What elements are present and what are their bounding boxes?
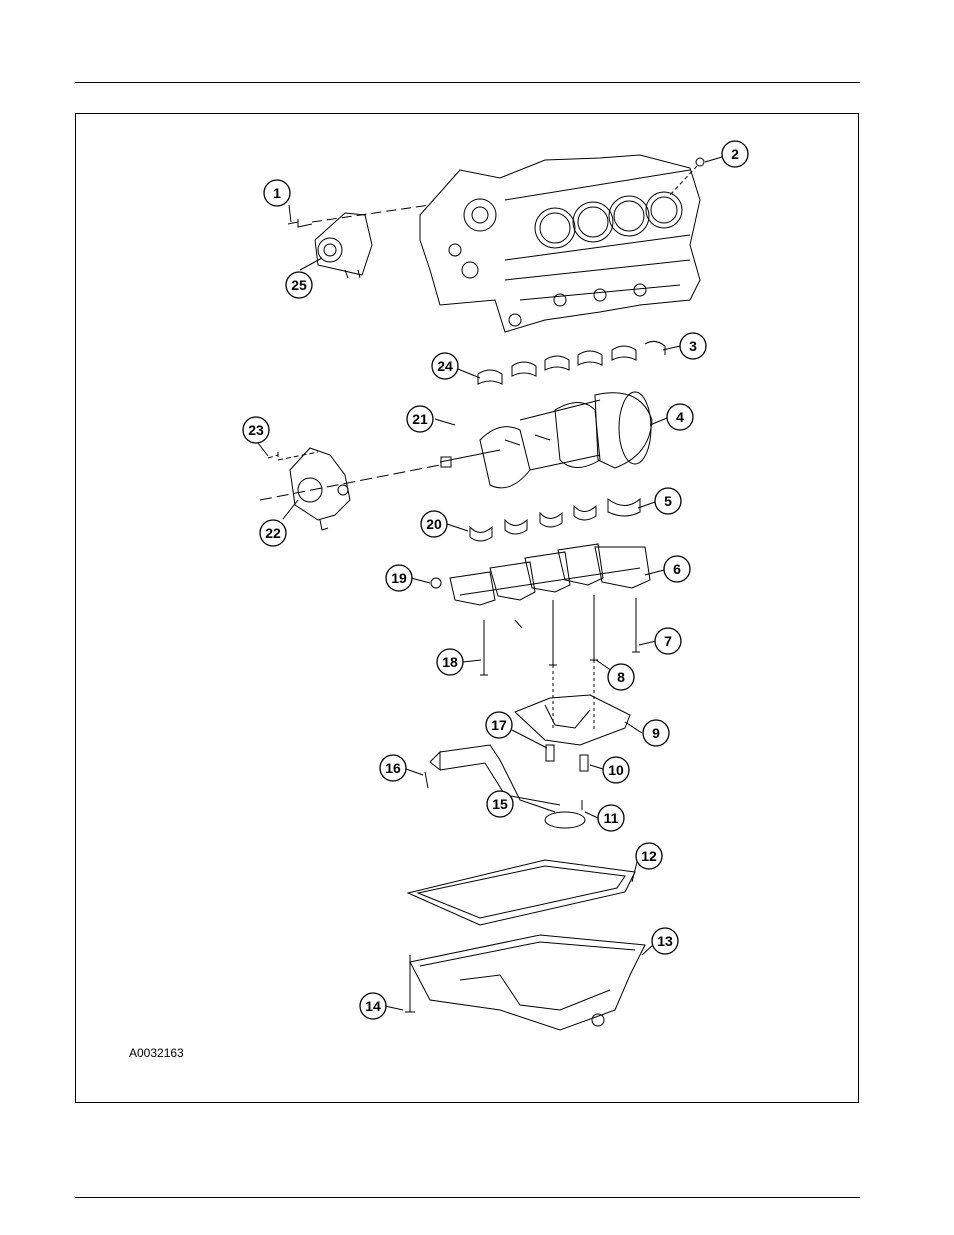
callout-number: 10: [608, 762, 624, 778]
callout-15: 15: [487, 791, 513, 817]
callout-number: 2: [731, 146, 739, 162]
callout-19: 19: [386, 565, 412, 591]
callout-20: 20: [421, 511, 447, 537]
figure-id: A0032163: [129, 1046, 184, 1060]
oil-pan: [405, 935, 645, 1030]
callout-25: 25: [286, 272, 312, 298]
callout-number: 19: [391, 570, 407, 586]
callout-number: 17: [491, 717, 507, 733]
callout-number: 25: [291, 277, 307, 293]
callout-16: 16: [380, 755, 406, 781]
callout-number: 11: [604, 810, 619, 826]
callout-11: 11: [598, 805, 624, 831]
callout-18: 18: [437, 649, 463, 675]
callout-23: 23: [243, 417, 269, 443]
callout-24: 24: [432, 353, 458, 379]
callout-14: 14: [360, 993, 386, 1019]
callout-12: 12: [636, 843, 662, 869]
callout-3: 3: [680, 333, 706, 359]
callout-1: 1: [264, 180, 290, 206]
plug-2: [670, 158, 704, 195]
callout-number: 24: [437, 358, 453, 374]
callout-number: 9: [652, 725, 660, 741]
callout-number: 23: [248, 422, 264, 438]
crankshaft: [440, 392, 652, 488]
callout-number: 13: [657, 933, 673, 949]
callout-number: 4: [676, 409, 684, 425]
callout-number: 3: [689, 338, 697, 354]
oil-pump: [260, 448, 440, 530]
callout-number: 7: [664, 633, 672, 649]
water-pump: [315, 213, 372, 278]
callout-4: 4: [667, 404, 693, 430]
callout-number: 6: [673, 561, 681, 577]
callout-number: 12: [641, 848, 657, 864]
callout-number: 1: [273, 185, 281, 201]
bolt-1: [288, 205, 430, 227]
studs: [546, 745, 588, 771]
callout-number: 14: [365, 998, 381, 1014]
callout-13: 13: [652, 928, 678, 954]
callout-22: 22: [260, 520, 286, 546]
callout-number: 18: [442, 654, 458, 670]
callout-number: 5: [664, 493, 672, 509]
callout-number: 20: [426, 516, 442, 532]
callout-21: 21: [407, 406, 433, 432]
oil-pan-baffle: [515, 695, 630, 745]
main-cap-bolts: [431, 578, 640, 730]
main-bearing-caps: [450, 544, 650, 605]
callout-8: 8: [608, 664, 634, 690]
callout-10: 10: [603, 757, 629, 783]
callout-17: 17: [486, 712, 512, 738]
callout-number: 16: [385, 760, 401, 776]
callout-number: 21: [412, 411, 428, 427]
callout-7: 7: [655, 628, 681, 654]
oil-pan-gasket: [408, 860, 635, 925]
callout-number: 22: [265, 525, 281, 541]
main-bearing-lower-shells: [470, 499, 640, 541]
callout-5: 5: [655, 488, 681, 514]
callout-leaders: [258, 157, 722, 1010]
callout-number: 8: [617, 669, 625, 685]
callout-6: 6: [664, 556, 690, 582]
callout-2: 2: [722, 141, 748, 167]
main-bearing-upper-shells: [478, 341, 665, 384]
callout-9: 9: [643, 720, 669, 746]
callout-number: 15: [492, 796, 508, 812]
cylinder-block: [420, 155, 700, 332]
callout-group: 1234567891011121314151617181920212223242…: [243, 141, 748, 1019]
